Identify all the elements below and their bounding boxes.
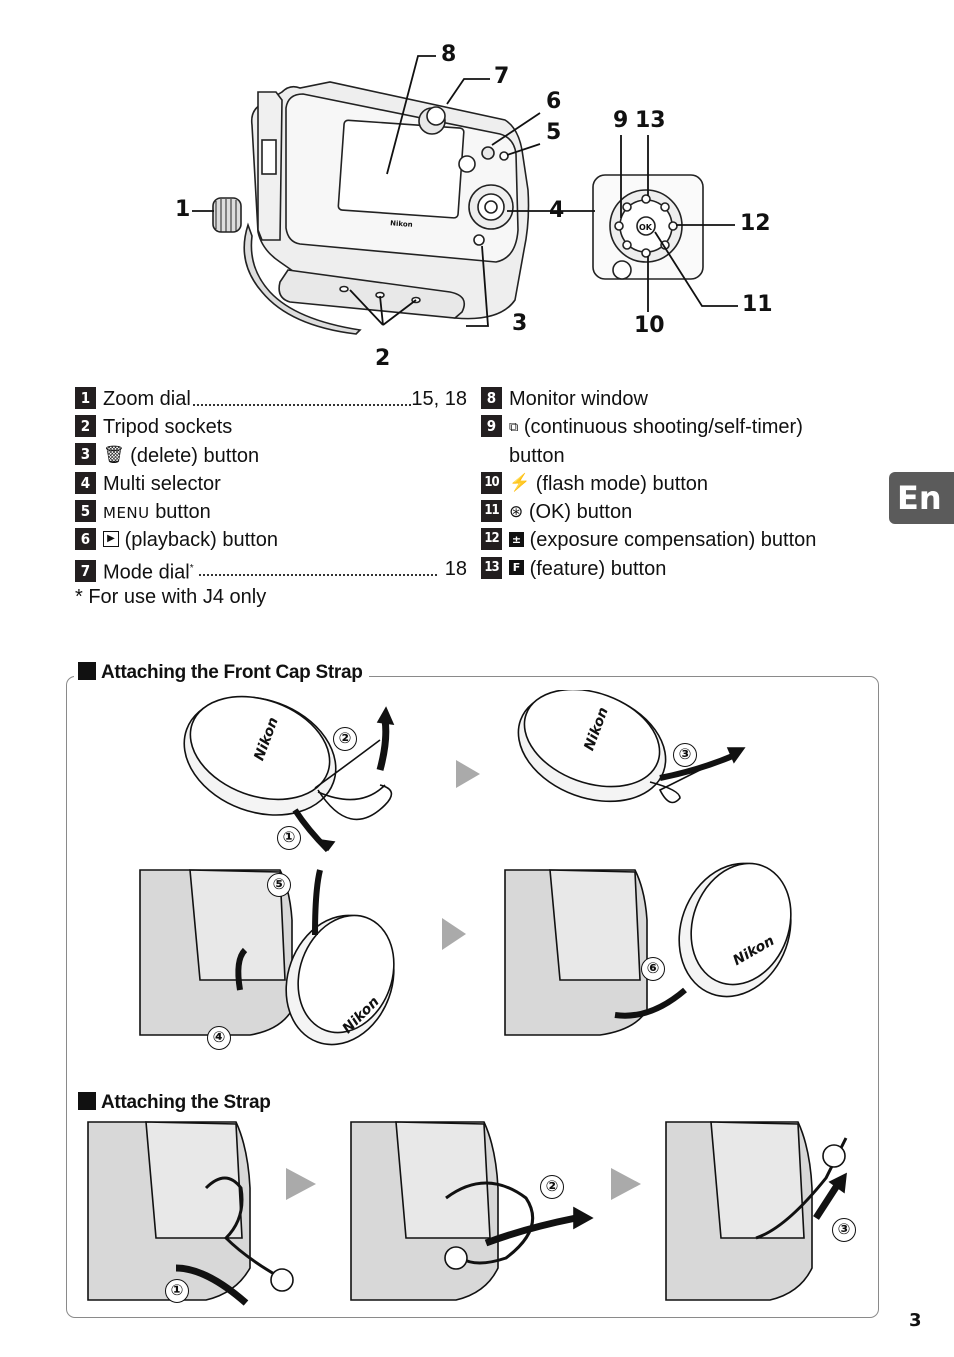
- legend-continuation: button: [509, 444, 565, 467]
- badge-5: 5: [75, 499, 96, 522]
- legend-item-multi-selector: 4 Multi selector: [75, 470, 467, 498]
- badge-12: 12: [481, 528, 502, 551]
- footnote: * For use with J4 only: [75, 586, 267, 609]
- pencil-icon: [78, 1091, 96, 1110]
- legend-item-zoom-dial: 1 Zoom dial 15, 18: [75, 385, 467, 413]
- page-ref: 18: [444, 557, 467, 580]
- legend-right: 8 Monitor window 9 ⧉ (continuous shooting/…: [481, 385, 881, 583]
- footnote-mark: *: [189, 562, 194, 574]
- strap-step-2: ②: [540, 1175, 564, 1199]
- legend-label: (playback) button: [124, 529, 278, 552]
- badge-10: 10: [481, 471, 502, 494]
- callout-3: 3: [512, 311, 528, 336]
- feature-icon: F: [509, 560, 524, 575]
- legend-label: button: [155, 501, 211, 524]
- legend-item-continuous-button: 9 ⧉ (continuous shooting/self-timer): [481, 413, 881, 441]
- pencil-icon: [78, 661, 96, 680]
- step-1: ①: [277, 826, 301, 850]
- svg-text:Nikon: Nikon: [390, 219, 413, 229]
- badge-7: 7: [75, 560, 96, 583]
- legend-label: (continuous shooting/self-timer): [523, 416, 803, 439]
- legend-label: (flash mode) button: [535, 472, 709, 495]
- badge-2: 2: [75, 415, 96, 438]
- callout-4: 4: [549, 198, 565, 223]
- step-3: ③: [673, 743, 697, 767]
- step-2: ②: [333, 727, 357, 751]
- ok-icon: ⊛: [509, 501, 524, 521]
- legend-label: (OK) button: [528, 501, 633, 524]
- legend-item-monitor-window: 8 Monitor window: [481, 385, 881, 413]
- callout-13: 13: [635, 108, 666, 133]
- cap-strap-illustrations: Nikon Nikon Nikon Nikon: [139, 690, 792, 1046]
- legend-label: Monitor window: [509, 388, 648, 410]
- callout-5: 5: [546, 120, 562, 145]
- legend-label: Multi selector: [103, 472, 221, 495]
- callout-6: 6: [546, 89, 562, 114]
- callout-8: 8: [441, 42, 457, 67]
- legend-label: (feature) button: [529, 557, 667, 580]
- callout-7: 7: [494, 64, 510, 89]
- legend-label: (delete) button: [130, 444, 260, 467]
- badge-6: 6: [75, 528, 96, 551]
- legend-label: (exposure compensation) button: [529, 529, 817, 552]
- leader-dots: [193, 404, 411, 407]
- badge-4: 4: [75, 471, 96, 494]
- legend-label: Zoom dial: [103, 388, 191, 410]
- callout-10: 10: [634, 313, 665, 338]
- strap-step-1: ①: [165, 1279, 189, 1303]
- legend-item-tripod-sockets: 2 Tripod sockets: [75, 413, 467, 441]
- legend-item-feature-button: 13 F (feature) button: [481, 555, 881, 583]
- leader-dots: [199, 574, 437, 577]
- delete-icon: 🗑: [103, 445, 125, 465]
- legend-item-flash-button: 10 ⚡ (flash mode) button: [481, 470, 881, 498]
- callout-lines: [192, 55, 738, 327]
- cap-strap-heading: Attaching the Front Cap Strap: [74, 661, 369, 685]
- badge-9: 9: [481, 415, 502, 438]
- callout-9: 9: [613, 108, 629, 133]
- legend-item-delete-button: 3 🗑 (delete) button: [75, 442, 467, 470]
- section-title: Attaching the Strap: [101, 1092, 271, 1113]
- strap-illustrations: [87, 1121, 848, 1306]
- legend-item-exposure-button: 12 ± (exposure compensation) button: [481, 526, 881, 554]
- legend-item-mode-dial: 7 Mode dial* 18: [75, 555, 467, 583]
- badge-8: 8: [481, 386, 502, 409]
- callout-12: 12: [740, 211, 771, 236]
- badge-13: 13: [481, 556, 502, 579]
- camera-diagram: Nikon OK: [192, 55, 738, 335]
- section-title: Attaching the Front Cap Strap: [101, 662, 363, 683]
- page-ref: 15, 18: [411, 388, 467, 410]
- legend-label: Tripod sockets: [103, 416, 233, 439]
- playback-icon: ▶: [103, 531, 119, 548]
- legend-label: Mode dial: [103, 561, 190, 584]
- flash-icon: ⚡: [509, 473, 531, 493]
- legend-item-menu-button: 5 MENU button: [75, 498, 467, 526]
- menu-icon: MENU: [103, 504, 150, 523]
- step-5: ⑤: [267, 873, 291, 897]
- legend-item-ok-button: 11 ⊛ (OK) button: [481, 498, 881, 526]
- callout-11: 11: [742, 292, 773, 317]
- strap-heading: Attaching the Strap: [74, 1091, 277, 1115]
- strap-step-3: ③: [832, 1218, 856, 1242]
- badge-3: 3: [75, 443, 96, 466]
- legend-item-playback-button: 6 ▶ (playback) button: [75, 526, 467, 554]
- step-6: ⑥: [641, 957, 665, 981]
- badge-11: 11: [481, 499, 502, 522]
- callout-2: 2: [375, 346, 391, 371]
- page-number: 3: [909, 1310, 922, 1331]
- language-tab: En: [889, 472, 954, 524]
- exposure-compensation-icon: ±: [509, 531, 524, 547]
- legend-left: 1 Zoom dial 15, 18 2 Tripod sockets 3 🗑 (de…: [75, 385, 467, 611]
- continuous-self-timer-icon: ⧉: [509, 418, 519, 434]
- camera-back-illustration: [212, 81, 530, 335]
- notes-box: [66, 676, 879, 1318]
- callout-1: 1: [175, 197, 191, 222]
- step-4: ④: [207, 1026, 231, 1050]
- badge-1: 1: [75, 386, 96, 409]
- ok-button-label: OK: [639, 223, 653, 232]
